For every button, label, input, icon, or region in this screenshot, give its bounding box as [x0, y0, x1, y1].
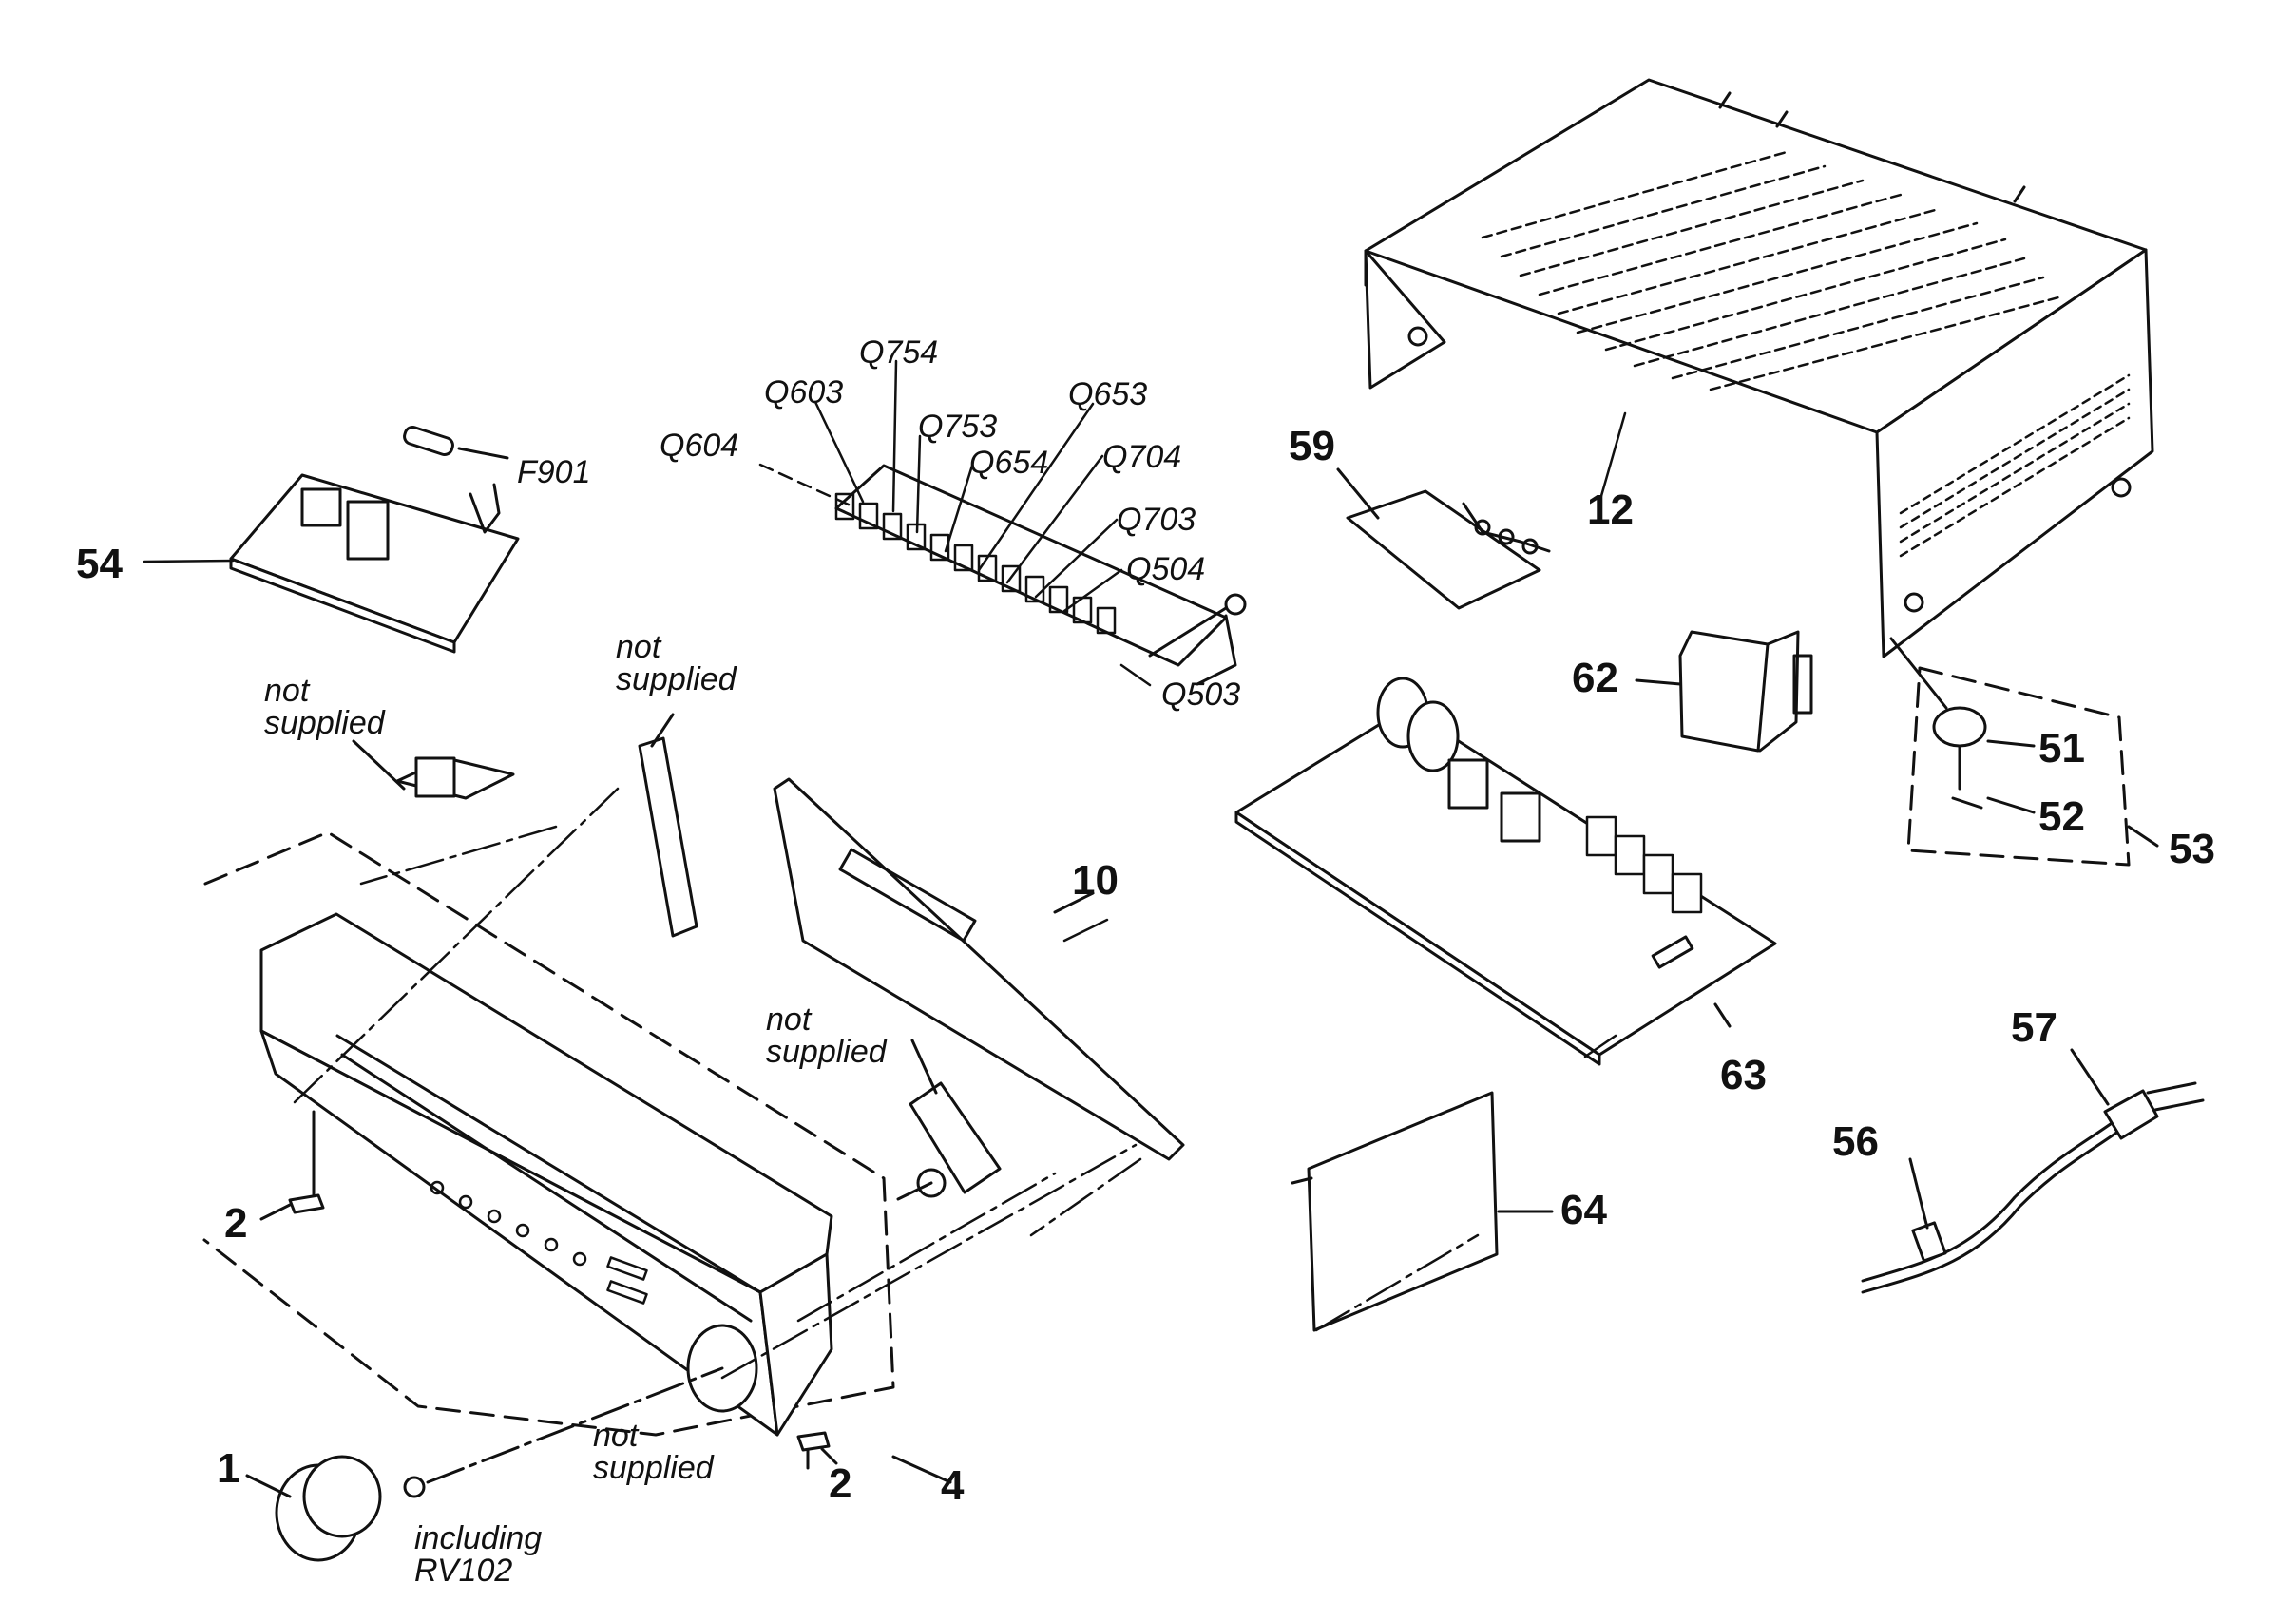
ref-label-q703: Q703 — [1117, 502, 1196, 538]
part-label-1: 1 — [217, 1445, 240, 1492]
volume-board-not-supplied — [896, 1039, 1002, 1201]
note-not-supplied-front-panel: not supplied — [593, 1420, 714, 1484]
transistor-leader-lines — [758, 359, 1152, 687]
label-leader-lines — [143, 411, 1627, 1058]
part-label-2b: 2 — [829, 1460, 852, 1507]
part-label-52: 52 — [2038, 793, 2085, 840]
part-label-59: 59 — [1289, 423, 1335, 469]
note-not-supplied-connector: not supplied — [264, 675, 385, 739]
ventilation-grid — [1481, 150, 2131, 558]
display-board-not-supplied — [638, 713, 698, 938]
part-label-51: 51 — [2038, 725, 2085, 772]
ref-label-q603: Q603 — [764, 374, 844, 410]
connector-not-supplied — [352, 739, 515, 800]
note-line: not — [766, 1001, 812, 1038]
ref-label-q503: Q503 — [1161, 677, 1241, 713]
part-label-54: 54 — [76, 541, 123, 587]
part-label-10: 10 — [1072, 857, 1119, 904]
power-cord-part-56-57 — [1861, 1048, 2205, 1294]
power-board-part-54 — [229, 425, 520, 654]
ref-label-f901: F901 — [517, 454, 591, 490]
part-label-12: 12 — [1587, 486, 1634, 533]
main-board-part-63 — [1234, 677, 1777, 1066]
note-line: including — [414, 1520, 543, 1556]
block-part-62 — [1635, 630, 1813, 753]
front-board-part-10 — [773, 777, 1185, 1161]
front-panel-part-4 — [202, 830, 952, 1484]
ref-label-q504: Q504 — [1126, 551, 1206, 587]
ref-label-q653: Q653 — [1068, 376, 1148, 412]
note-line: supplied — [264, 705, 385, 741]
part-label-62: 62 — [1572, 655, 1618, 701]
note-line: RV102 — [414, 1553, 513, 1589]
note-line: not — [593, 1418, 639, 1454]
note-line: supplied — [593, 1450, 714, 1486]
note-line: not — [264, 673, 310, 709]
top-cover-part-12 — [1364, 78, 2154, 658]
foot-part-2 — [259, 1193, 838, 1465]
note-line: supplied — [616, 661, 737, 697]
ref-label-q654: Q654 — [969, 445, 1049, 481]
assembly-guide-lines — [293, 787, 1480, 1380]
jack-assembly-part-53 — [1889, 637, 2159, 867]
part-label-57: 57 — [2011, 1004, 2057, 1051]
part-label-53: 53 — [2169, 826, 2215, 872]
part-label-56: 56 — [1832, 1118, 1879, 1165]
ref-label-q753: Q753 — [918, 409, 998, 445]
part-label-64: 64 — [1560, 1187, 1607, 1233]
ref-label-q754: Q754 — [859, 334, 939, 371]
note-not-supplied-volume-board: not supplied — [766, 1003, 887, 1068]
board-part-59 — [1336, 467, 1551, 610]
part-label-4: 4 — [941, 1462, 965, 1509]
note-including-rv102: including RV102 — [414, 1522, 542, 1587]
note-line: not — [616, 629, 661, 665]
knob-part-1 — [245, 1366, 724, 1562]
board-part-64 — [1291, 1091, 1554, 1332]
note-line: supplied — [766, 1034, 887, 1070]
ref-label-q604: Q604 — [660, 428, 739, 464]
part-label-2a: 2 — [224, 1200, 248, 1247]
note-not-supplied-display-board: not supplied — [616, 631, 737, 696]
part-label-63: 63 — [1720, 1052, 1767, 1098]
ref-label-q704: Q704 — [1102, 439, 1182, 475]
